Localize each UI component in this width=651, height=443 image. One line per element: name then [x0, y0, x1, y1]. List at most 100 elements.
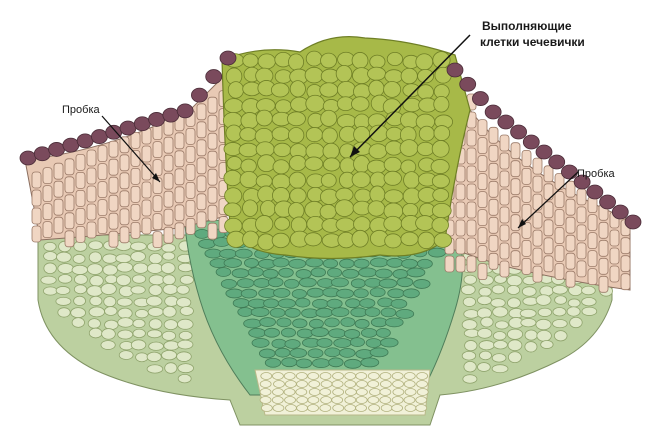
- phellogen-cell: [316, 308, 333, 317]
- parenchyma-cell: [90, 275, 104, 286]
- phellogen-cell: [281, 328, 295, 337]
- filling-cell: [368, 67, 386, 80]
- filling-cell: [402, 203, 417, 217]
- parenchyma-cell: [177, 319, 193, 329]
- base-cell: [260, 389, 271, 396]
- base-cell: [333, 405, 344, 412]
- filling-cell: [305, 157, 323, 170]
- parenchyma-cell: [105, 320, 119, 330]
- base-cell: [320, 373, 331, 380]
- phellogen-cell: [381, 308, 396, 317]
- cork-cap-bead: [536, 145, 552, 159]
- cork-cell: [87, 204, 96, 220]
- cork-cell: [511, 161, 520, 177]
- phellogen-cell: [285, 308, 300, 317]
- filling-cell: [224, 170, 241, 185]
- parenchyma-cell: [553, 319, 568, 327]
- parenchyma-cell: [147, 365, 163, 373]
- parenchyma-cell: [131, 251, 146, 261]
- phellogen-cell: [378, 298, 393, 307]
- filling-cell: [386, 127, 402, 141]
- cork-cell: [522, 168, 531, 184]
- filling-cell: [416, 216, 435, 231]
- base-cell: [369, 405, 380, 412]
- cork-cell: [208, 97, 217, 113]
- phellogen-cell: [325, 348, 340, 357]
- phellogen-cell: [311, 328, 328, 337]
- cork-cell: [489, 235, 498, 251]
- cork-cell: [197, 176, 206, 192]
- cork-cell: [577, 189, 586, 205]
- phellogen-cell: [428, 248, 445, 257]
- cork-cap-bead: [549, 155, 565, 169]
- base-cell: [356, 389, 367, 396]
- parenchyma-cell: [536, 295, 551, 306]
- base-cell: [369, 389, 380, 396]
- filling-cell: [434, 96, 449, 112]
- filling-cell: [321, 53, 337, 68]
- parenchyma-cell: [582, 298, 596, 306]
- base-cell: [320, 405, 331, 412]
- cork-cell: [555, 210, 564, 226]
- phellogen-cell: [396, 309, 414, 318]
- parenchyma-cell: [521, 318, 536, 326]
- phellogen-cell: [260, 318, 276, 327]
- phellogen-cell: [344, 359, 361, 368]
- parenchyma-cell: [507, 298, 520, 308]
- parenchyma-cell: [162, 331, 175, 340]
- cork-cell: [208, 169, 217, 185]
- filling-cell: [384, 216, 402, 231]
- phellogen-cell: [365, 278, 381, 287]
- base-cell: [416, 397, 427, 404]
- phellogen-cell: [323, 259, 337, 268]
- cork-cell: [467, 238, 476, 254]
- parenchyma-cell: [479, 287, 491, 296]
- phellogen-cell: [379, 279, 397, 288]
- filling-cell: [288, 203, 304, 219]
- cork-cell: [153, 232, 162, 248]
- cork-cap-bead: [149, 112, 165, 126]
- filling-cell: [354, 156, 370, 173]
- parenchyma-cell: [72, 318, 84, 328]
- filling-cell: [400, 140, 418, 157]
- filling-cell: [287, 112, 305, 126]
- parenchyma-cell: [582, 286, 596, 295]
- parenchyma-cell: [582, 307, 597, 316]
- parenchyma-cell: [555, 296, 567, 305]
- parenchyma-cell: [508, 352, 521, 363]
- parenchyma-cell: [493, 307, 508, 317]
- base-cell: [356, 381, 367, 388]
- cork-cell: [478, 264, 487, 280]
- filling-cell: [321, 110, 337, 126]
- filling-cell: [225, 188, 242, 204]
- parenchyma-cell: [148, 307, 163, 316]
- base-cell: [381, 405, 392, 412]
- cork-cell: [186, 200, 195, 216]
- cork-cell: [533, 266, 542, 282]
- filling-cell: [275, 217, 290, 230]
- cork-cell: [54, 199, 63, 215]
- phellogen-cell: [337, 289, 354, 298]
- base-cell: [309, 381, 320, 388]
- cork-cell: [621, 274, 630, 290]
- phellogen-cell: [331, 308, 349, 317]
- phellogen-cell: [355, 319, 369, 328]
- parenchyma-cell: [87, 286, 103, 297]
- base-cell: [261, 405, 272, 412]
- parenchyma-cell: [494, 341, 508, 350]
- phellogen-cell: [263, 269, 278, 278]
- phellogen-cell: [285, 339, 300, 348]
- base-cell: [345, 405, 356, 412]
- filling-cell: [288, 127, 303, 142]
- cork-cell: [43, 204, 52, 220]
- cork-cell: [511, 251, 520, 267]
- phellogen-cell: [375, 269, 392, 278]
- parenchyma-cell: [101, 341, 115, 350]
- parenchyma-cell: [135, 309, 148, 318]
- cork-cell: [98, 218, 107, 234]
- filling-cell: [432, 217, 449, 232]
- phellogen-cell: [354, 289, 368, 298]
- cork-cell: [588, 233, 597, 249]
- parenchyma-cell: [177, 298, 191, 308]
- filling-cell: [419, 126, 434, 141]
